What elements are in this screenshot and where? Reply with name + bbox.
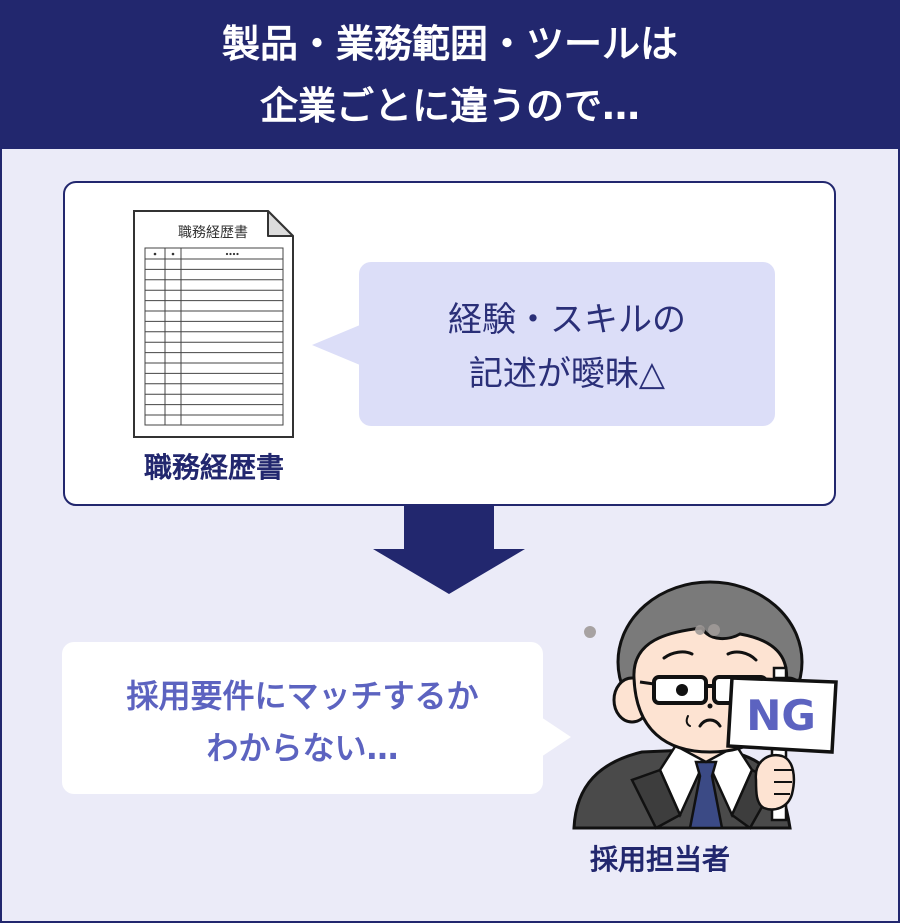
ng-sign-text: NG	[746, 691, 816, 740]
bubble-text-line2: 記述が曖昧△	[468, 354, 666, 394]
bubble-text-line1: 経験・スキルの	[448, 300, 686, 340]
document-title: 職務経歴書	[178, 225, 248, 241]
header-title-line2: 企業ごとに違うので…	[259, 84, 640, 128]
recruiter-bubble-tail	[541, 717, 571, 757]
header-title-line1: 製品・業務範囲・ツールは	[221, 22, 678, 66]
arrow-down-icon	[373, 505, 525, 594]
recruiter-text-line1: 採用要件にマッチするか	[126, 677, 479, 715]
speech-bubble-tail	[312, 325, 360, 365]
recruiter-label: 採用担当者	[589, 843, 730, 876]
recruiter-text-line2: わからない…	[206, 729, 399, 767]
resume-label: 職務経歴書	[143, 451, 284, 484]
header-banner: 製品・業務範囲・ツールは 企業ごとに違うので…	[0, 0, 900, 149]
resume-document-icon: 職務経歴書	[133, 210, 294, 438]
recruiter-speech-bubble: 採用要件にマッチするか わからない…	[62, 642, 543, 794]
recruiter-illustration-icon: NG	[572, 580, 838, 830]
ambiguous-skills-bubble: 経験・スキルの 記述が曖昧△	[359, 262, 775, 426]
